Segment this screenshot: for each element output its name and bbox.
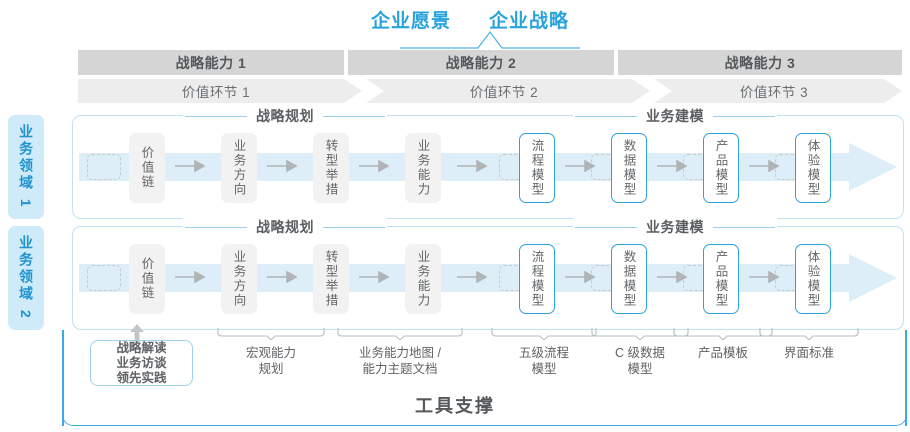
arrow-up-icon bbox=[130, 324, 144, 342]
node-experience-model[interactable]: 体验模型 bbox=[795, 244, 831, 314]
node-business-direction[interactable]: 业务方向 bbox=[221, 133, 257, 203]
frame-edge-left bbox=[62, 330, 64, 426]
caret-connector-icon bbox=[400, 31, 580, 49]
value-chain-bar-3: 价值环节 3 bbox=[654, 79, 902, 103]
bottom-label-data-model: C 级数据 模型 bbox=[614, 346, 665, 376]
node-data-model[interactable]: 数据模型 bbox=[611, 244, 647, 314]
rule-right-icon bbox=[713, 115, 775, 117]
arrow-right-icon bbox=[175, 271, 205, 283]
value-chain-label-3: 价值环节 3 bbox=[739, 85, 809, 100]
capability-bar-3: 战略能力 3 bbox=[618, 50, 902, 75]
bottom-label-macro-capability: 宏观能力 规划 bbox=[245, 346, 296, 376]
arrow-right-icon bbox=[359, 160, 389, 172]
node-process-model[interactable]: 流程模型 bbox=[519, 133, 555, 203]
arrow-right-icon bbox=[749, 160, 779, 172]
arrow-right-icon bbox=[359, 271, 389, 283]
dashed-placeholder bbox=[87, 154, 121, 180]
bottom-label-product-template: 产品模板 bbox=[697, 346, 748, 360]
rule-left-icon bbox=[575, 115, 637, 117]
arrow-right-icon bbox=[565, 160, 595, 172]
note-box-strategy-inputs: 战略解读 业务访谈 领先实践 bbox=[90, 340, 193, 386]
side-tab-label-1: 业务领域 1 bbox=[18, 124, 34, 210]
bracket-icon bbox=[673, 328, 773, 340]
domain-row-1: 战略规划 业务建模 价值链 业务方向 转型举措 业务能力 流程模型 数据模型 产… bbox=[72, 107, 904, 219]
title-enterprise-vision: 企业愿景 bbox=[371, 11, 452, 32]
section-title-strategic-planning-1: 战略规划 bbox=[183, 107, 387, 125]
frame-edge-right bbox=[905, 330, 907, 426]
node-business-capability[interactable]: 业务能力 bbox=[405, 244, 441, 314]
arrow-right-icon bbox=[565, 271, 595, 283]
section-title-business-modeling-2: 业务建模 bbox=[573, 218, 777, 236]
rule-left-icon bbox=[185, 115, 247, 117]
arrow-right-icon bbox=[749, 271, 779, 283]
arrow-right-icon bbox=[175, 160, 205, 172]
rule-left-icon bbox=[575, 226, 637, 228]
node-product-model[interactable]: 产品模型 bbox=[703, 133, 739, 203]
node-data-model[interactable]: 数据模型 bbox=[611, 133, 647, 203]
arrow-right-icon bbox=[457, 271, 487, 283]
section-title-strategic-planning-2: 战略规划 bbox=[183, 218, 387, 236]
node-product-model[interactable]: 产品模型 bbox=[703, 244, 739, 314]
section-label: 业务建模 bbox=[646, 108, 704, 124]
node-transformation[interactable]: 转型举措 bbox=[313, 244, 349, 314]
capability-bar-2: 战略能力 2 bbox=[348, 50, 614, 75]
node-experience-model[interactable]: 体验模型 bbox=[795, 133, 831, 203]
bottom-label-capability-map: 业务能力地图 / 能力主题文档 bbox=[359, 346, 441, 376]
bracket-icon bbox=[217, 328, 325, 340]
bracket-icon bbox=[759, 328, 859, 340]
bottom-label-process-model: 五级流程 模型 bbox=[518, 346, 569, 376]
value-chain-bar-2: 价值环节 2 bbox=[366, 79, 650, 103]
value-chain-label-1: 价值环节 1 bbox=[181, 85, 251, 100]
bottom-label-ui-standard: 界面标准 bbox=[783, 346, 834, 360]
section-label: 业务建模 bbox=[646, 219, 704, 235]
node-value-chain[interactable]: 价值链 bbox=[129, 133, 165, 203]
title-enterprise-strategy: 企业战略 bbox=[489, 11, 570, 32]
arrow-right-icon bbox=[657, 160, 687, 172]
capability-label-3: 战略能力 3 bbox=[724, 54, 796, 71]
footer-title-tool-support: 工具支撑 bbox=[415, 396, 495, 416]
capability-label-1: 战略能力 1 bbox=[175, 54, 247, 71]
side-tab-label-2: 业务领域 2 bbox=[18, 235, 34, 321]
node-process-model[interactable]: 流程模型 bbox=[519, 244, 555, 314]
arrow-right-icon bbox=[267, 271, 297, 283]
node-value-chain[interactable]: 价值链 bbox=[129, 244, 165, 314]
arrow-right-icon bbox=[657, 271, 687, 283]
section-label: 战略规划 bbox=[256, 219, 314, 235]
rule-right-icon bbox=[713, 226, 775, 228]
bracket-icon bbox=[337, 328, 463, 340]
section-label: 战略规划 bbox=[256, 108, 314, 124]
rule-right-icon bbox=[323, 226, 385, 228]
section-title-business-modeling-1: 业务建模 bbox=[573, 107, 777, 125]
rule-right-icon bbox=[323, 115, 385, 117]
sidebar-item-business-domain-1[interactable]: 业务领域 1 bbox=[8, 115, 44, 219]
value-chain-bar-1: 价值环节 1 bbox=[78, 79, 362, 103]
node-business-capability[interactable]: 业务能力 bbox=[405, 133, 441, 203]
bracket-icon bbox=[491, 328, 597, 340]
rule-left-icon bbox=[185, 226, 247, 228]
arrow-right-icon bbox=[457, 160, 487, 172]
value-chain-label-2: 价值环节 2 bbox=[469, 85, 539, 100]
node-business-direction[interactable]: 业务方向 bbox=[221, 244, 257, 314]
bracket-icon bbox=[591, 328, 689, 340]
arrow-right-icon bbox=[267, 160, 297, 172]
capability-bar-1: 战略能力 1 bbox=[78, 50, 344, 75]
sidebar-item-business-domain-2[interactable]: 业务领域 2 bbox=[8, 226, 44, 330]
dashed-placeholder bbox=[87, 265, 121, 291]
domain-row-2: 战略规划 业务建模 价值链 业务方向 转型举措 业务能力 流程模型 数据模型 产… bbox=[72, 218, 904, 330]
capability-label-2: 战略能力 2 bbox=[445, 54, 517, 71]
node-transformation[interactable]: 转型举措 bbox=[313, 133, 349, 203]
